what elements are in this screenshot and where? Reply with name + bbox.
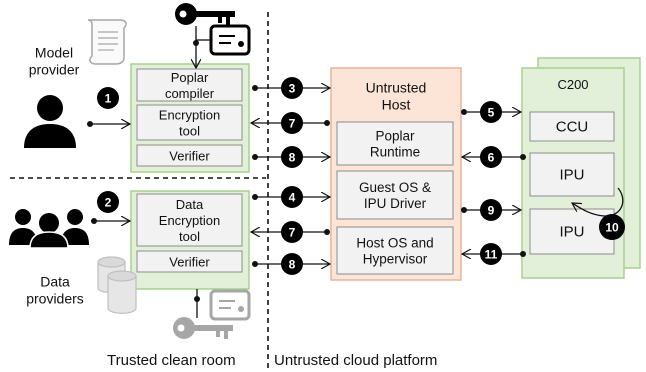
data-key-icon	[173, 317, 233, 339]
step-badge-5: 5	[480, 101, 502, 123]
svg-text:11: 11	[485, 248, 498, 262]
data-encryption-tool-box	[136, 193, 243, 247]
step-badge-8b: 8	[281, 253, 303, 275]
step-badge-3: 3	[281, 77, 303, 99]
ipu-box-1	[529, 152, 615, 197]
step-badge-11: 11	[480, 243, 502, 265]
svg-text:5: 5	[488, 106, 495, 120]
svg-text:8: 8	[289, 258, 296, 272]
model-key-dot	[193, 40, 199, 46]
ipu-label-1: IPU	[559, 166, 584, 183]
step-badge-10: 10	[599, 214, 625, 240]
data-verifier-label: Verifier	[169, 254, 210, 269]
svg-text:2: 2	[105, 196, 112, 210]
encryption-tool-box	[136, 104, 243, 141]
step-badge-4: 4	[281, 186, 303, 208]
step-badge-8a: 8	[281, 146, 303, 168]
step-badge-6: 6	[480, 146, 502, 168]
data-certificate-icon	[209, 289, 251, 321]
database-icon	[97, 256, 137, 314]
ccu-box	[529, 111, 615, 142]
step-badge-2: 2	[97, 191, 119, 213]
ccu-label: CCU	[556, 118, 589, 135]
poplar-compiler-box	[136, 68, 243, 102]
step-badge-9: 9	[480, 199, 502, 221]
c200-title: C200	[557, 77, 588, 92]
step-badge-7b: 7	[281, 221, 303, 243]
svg-text:1: 1	[105, 92, 112, 106]
model-verifier-box	[136, 144, 243, 167]
svg-text:10: 10	[605, 221, 619, 235]
svg-text:4: 4	[289, 191, 296, 205]
model-key-icon	[175, 3, 235, 25]
data-providers-group-icon	[9, 209, 89, 249]
model-verifier-label: Verifier	[169, 148, 210, 163]
data-key-dot	[194, 296, 200, 302]
step-badge-7a: 7	[281, 112, 303, 134]
poplar-runtime-box	[336, 121, 454, 166]
svg-text:7: 7	[289, 117, 296, 131]
svg-text:3: 3	[289, 82, 296, 96]
step-badge-1: 1	[97, 87, 119, 109]
untrusted-cloud-platform-label: Untrusted cloud platform	[274, 352, 437, 369]
guest-os-box	[336, 170, 454, 220]
trusted-clean-room-label: Trusted clean room	[107, 352, 236, 369]
ipu-loop-arrow	[572, 187, 624, 217]
model-certificate-icon	[209, 24, 251, 56]
svg-text:6: 6	[488, 151, 495, 165]
ipu-label-2: IPU	[559, 223, 584, 240]
model-document-icon	[87, 19, 127, 65]
svg-text:7: 7	[289, 226, 296, 240]
svg-text:9: 9	[488, 204, 495, 218]
guest-os-label: Guest OS &IPU Driver	[359, 179, 431, 210]
host-os-box	[336, 226, 454, 275]
svg-text:8: 8	[289, 151, 296, 165]
data-verifier-box	[136, 250, 243, 273]
model-provider-person-icon	[24, 95, 76, 148]
